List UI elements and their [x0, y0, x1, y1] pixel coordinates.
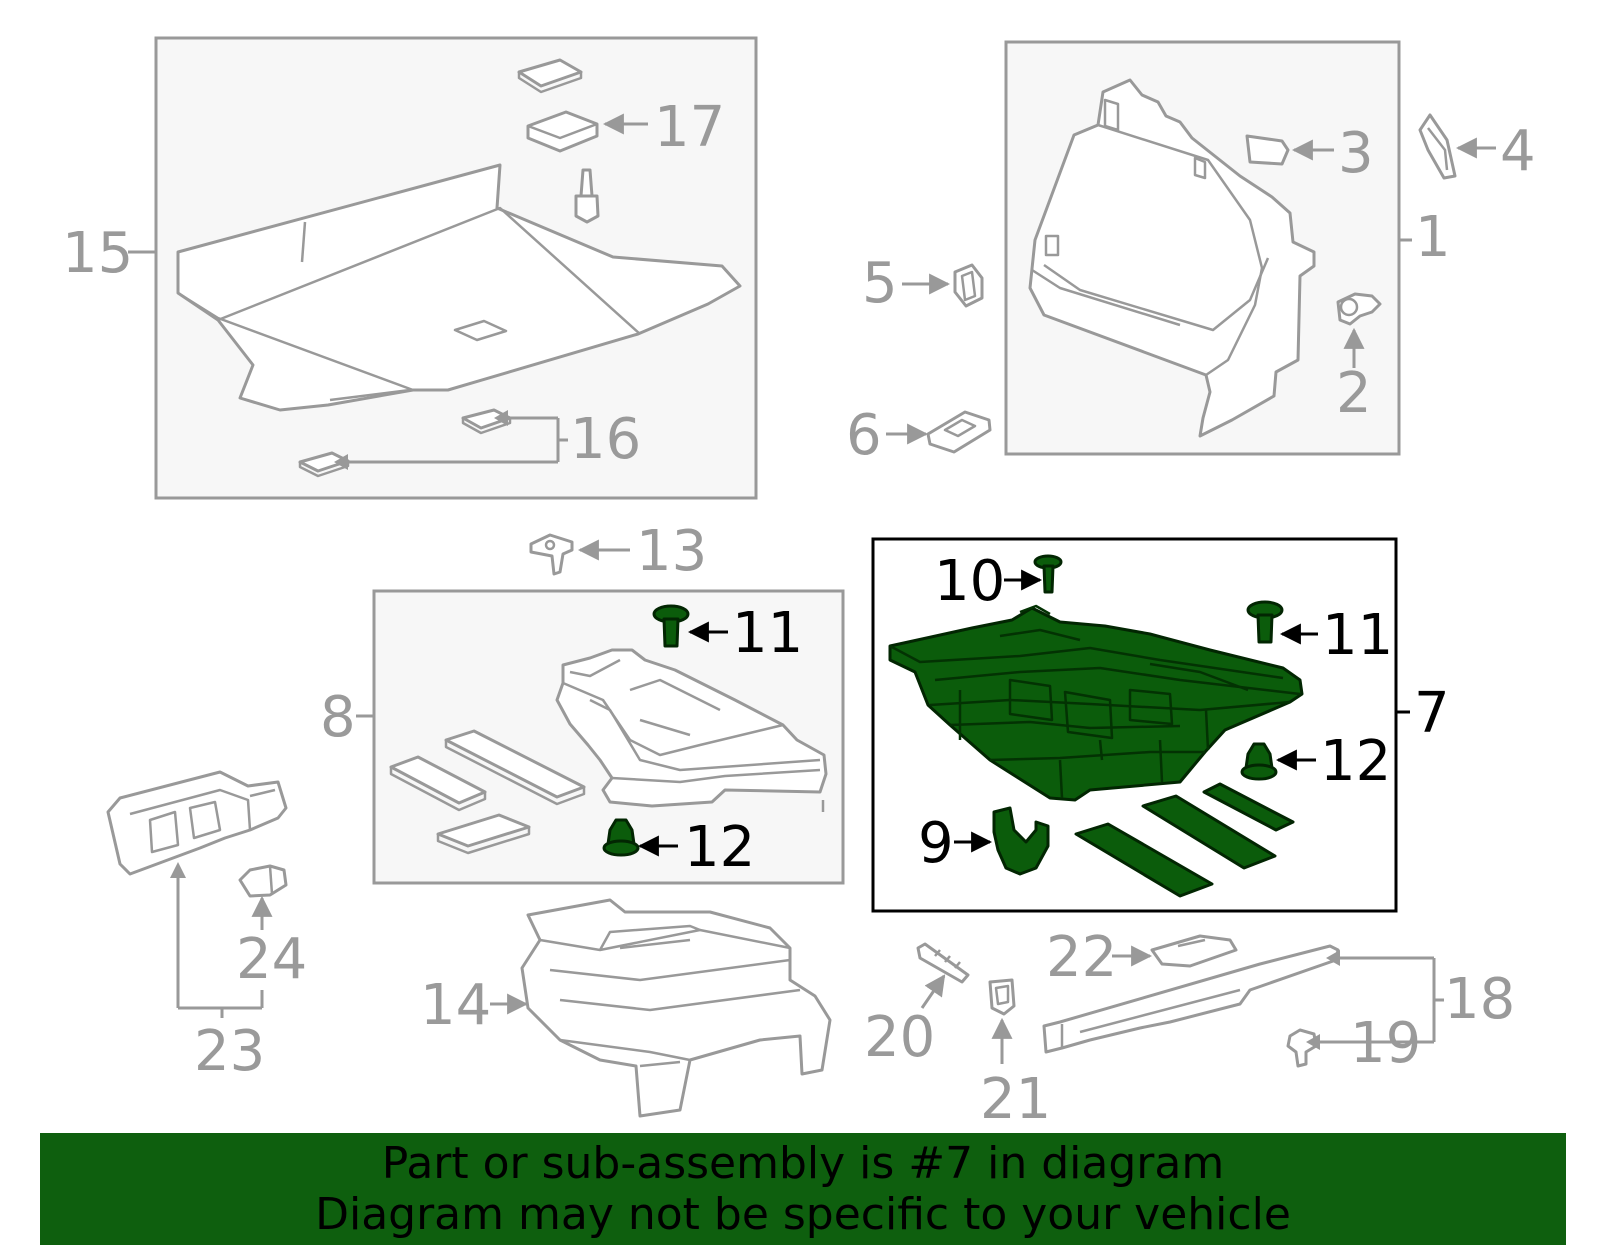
clip-part-12-gray[interactable] — [602, 818, 640, 857]
callout-24: 24 — [236, 927, 307, 992]
mat-part-8-a[interactable] — [389, 755, 487, 812]
callout-18: 18 — [1444, 967, 1515, 1032]
callout-11-gray: 11 — [732, 601, 803, 666]
tray-part-14[interactable] — [520, 898, 832, 1118]
clip-part-12-green[interactable] — [1240, 742, 1278, 781]
hook-part-9[interactable] — [992, 806, 1050, 876]
clip-part-3[interactable] — [1245, 134, 1290, 166]
callout-9: 9 — [918, 811, 954, 876]
cap-part-5[interactable] — [953, 263, 984, 308]
callout-13: 13 — [636, 519, 707, 584]
callout-21: 21 — [980, 1067, 1051, 1132]
callout-14: 14 — [420, 973, 491, 1038]
bulb-part-24[interactable] — [238, 864, 288, 898]
clip-part-11-gray[interactable] — [652, 604, 690, 648]
notice-line-2: Diagram may not be specific to your vehi… — [315, 1189, 1291, 1240]
callout-8: 8 — [320, 685, 356, 750]
nut-part-21[interactable] — [988, 978, 1016, 1016]
callout-4: 4 — [1500, 119, 1536, 184]
callout-12-green: 12 — [1320, 729, 1391, 794]
callout-22: 22 — [1046, 925, 1117, 990]
mat-part-7-c[interactable] — [1202, 782, 1295, 832]
notice-line-1: Part or sub-assembly is #7 in diagram — [381, 1138, 1225, 1189]
callout-15: 15 — [62, 221, 133, 286]
cover-part-4[interactable] — [1418, 113, 1457, 180]
clip-part-19[interactable] — [1286, 1028, 1318, 1068]
grommet-part[interactable] — [517, 58, 583, 94]
mat-part-7-b[interactable] — [1141, 794, 1277, 870]
callout-11-green: 11 — [1322, 603, 1393, 668]
lamp-part-23[interactable] — [106, 770, 288, 876]
callout-3: 3 — [1338, 121, 1374, 186]
callout-20: 20 — [864, 1005, 935, 1070]
tray-part-8[interactable] — [555, 648, 828, 812]
strip-part-18[interactable] — [1042, 944, 1340, 1054]
mat-part-8-c[interactable] — [436, 813, 531, 855]
clip-part-2[interactable] — [1336, 292, 1382, 326]
callout-10: 10 — [934, 549, 1005, 614]
mat-part-8-b[interactable] — [444, 729, 586, 806]
pad-part-22[interactable] — [1150, 934, 1238, 968]
callout-17: 17 — [654, 95, 725, 160]
notice-banner: Part or sub-assembly is #7 in diagram Di… — [40, 1133, 1566, 1245]
bolt-part[interactable] — [574, 168, 600, 224]
callout-5: 5 — [862, 251, 898, 316]
bracket-part-13[interactable] — [529, 533, 574, 576]
callout-23: 23 — [194, 1019, 265, 1084]
side-trim-panel-part[interactable] — [1028, 78, 1316, 438]
mat-part-7-a[interactable] — [1074, 822, 1214, 898]
tray-part-7-highlighted[interactable] — [888, 604, 1304, 802]
callout-6: 6 — [846, 403, 882, 468]
clip-part-10[interactable] — [1033, 554, 1063, 594]
retainer-part-6[interactable] — [926, 410, 992, 454]
deck-board-part[interactable] — [176, 163, 742, 412]
plug-part-17[interactable] — [526, 110, 599, 153]
callout-7: 7 — [1414, 681, 1450, 746]
bolt-part-20[interactable] — [916, 942, 970, 984]
callout-1: 1 — [1415, 205, 1451, 270]
callout-16: 16 — [570, 407, 641, 472]
callout-12-gray: 12 — [684, 815, 755, 880]
callout-2: 2 — [1336, 361, 1372, 426]
clip-part-11-green[interactable] — [1246, 600, 1284, 644]
callout-19: 19 — [1350, 1011, 1421, 1076]
